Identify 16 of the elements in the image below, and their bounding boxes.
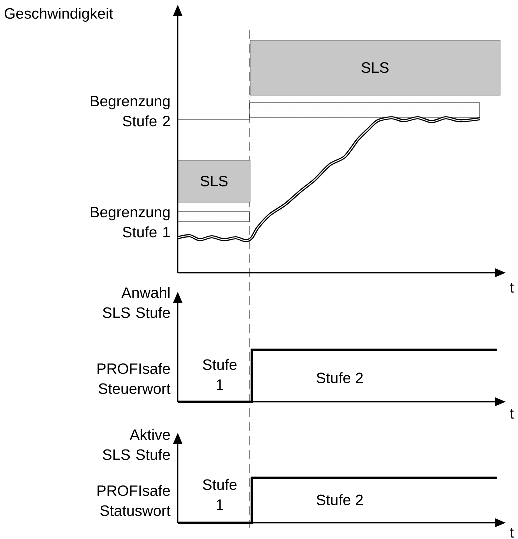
axis-label: Geschwindigkeit: [4, 8, 114, 22]
axis-label: Anwahl SLS Stufe: [103, 287, 170, 318]
level-label: Stufe 1: [203, 359, 237, 390]
limit-label: Begrenzung Stufe 2: [91, 96, 170, 127]
axis-label: PROFIsafe Statuswort: [98, 485, 171, 516]
level-label: Stufe 2: [316, 494, 363, 506]
axis-label: t: [510, 283, 514, 293]
axis-label: Aktive SLS Stufe: [103, 429, 170, 460]
limit-label: Begrenzung Stufe 1: [91, 207, 170, 238]
axis-label: t: [510, 409, 514, 419]
sls-box: SLS: [178, 160, 251, 203]
axis-label: PROFIsafe Steuerwort: [98, 363, 171, 394]
axis-label: t: [510, 528, 514, 538]
level-label: Stufe 2: [316, 372, 363, 384]
sls-box: SLS: [250, 40, 501, 96]
level-label: Stufe 1: [203, 479, 237, 510]
